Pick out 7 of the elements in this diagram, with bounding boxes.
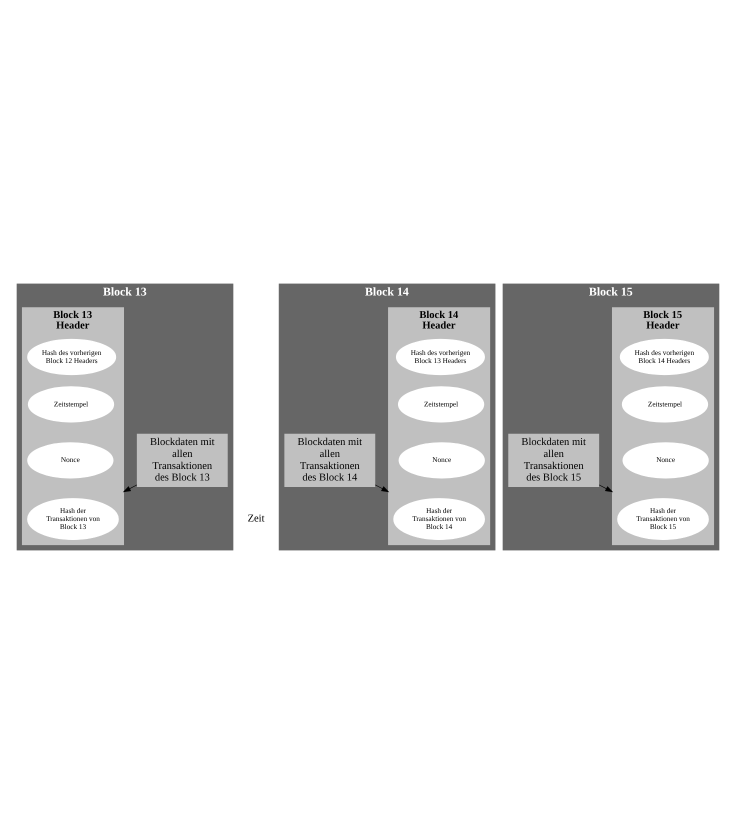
node-box: Blockdaten mit allen Transaktionen des Block 15 — [508, 433, 600, 487]
arrow — [598, 484, 614, 492]
node-box: Blockdaten mit allen Transaktionen des Block 14 — [284, 433, 376, 487]
node-box: Blockdaten mit allen Transaktionen des Block 13 — [136, 433, 228, 487]
label: Zeit — [248, 513, 265, 524]
arrow — [374, 484, 390, 492]
arrow — [122, 484, 138, 492]
